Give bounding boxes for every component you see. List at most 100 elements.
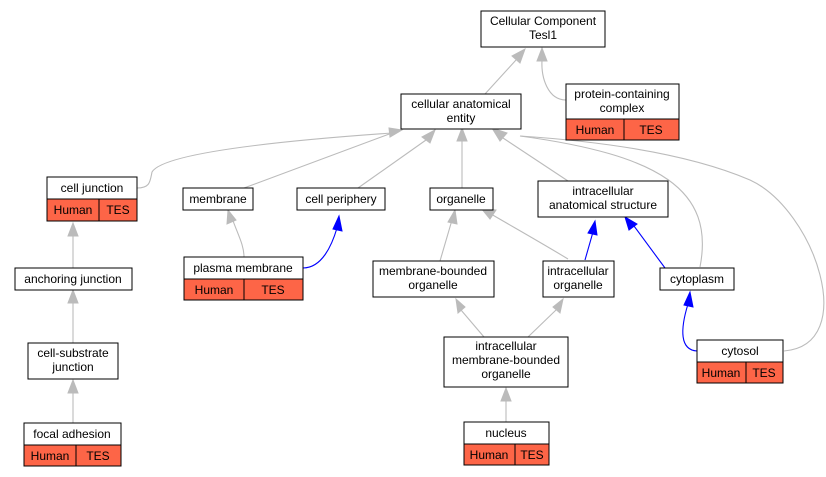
arrow-to-anchoring bbox=[67, 288, 79, 304]
arrow-to-periphery bbox=[332, 214, 343, 232]
node-cell-junction[interactable]: cell junction Human TES bbox=[46, 176, 138, 222]
node-label-line: entity bbox=[447, 111, 476, 125]
annotation-cell bbox=[98, 198, 138, 222]
node-label-line: Tesl1 bbox=[529, 28, 557, 42]
node-label-line: focal adhesion bbox=[33, 427, 110, 441]
node-intracellular-organelle[interactable]: intracellular organelle bbox=[542, 260, 615, 298]
arrow-to-imbo bbox=[500, 386, 512, 402]
annotation-gene: TES bbox=[520, 448, 543, 462]
node-label-line: cytosol bbox=[721, 344, 758, 358]
arrow-to-iorganelle bbox=[552, 297, 564, 314]
node-label-line: organelle bbox=[436, 192, 486, 206]
arrow-entity-root bbox=[511, 47, 526, 64]
edge-membrane-to-entity bbox=[243, 132, 393, 189]
arrow-to-substrate bbox=[67, 378, 79, 394]
edge-iorganelle-to-structure bbox=[584, 231, 594, 261]
node-label-line: intracellular bbox=[572, 184, 633, 198]
annotation-cell bbox=[745, 361, 784, 384]
node-label-line: organelle bbox=[408, 278, 458, 292]
arrow-complex-root bbox=[536, 46, 548, 62]
node-intracellular-anatomical-structure[interactable]: intracellular anatomical structure bbox=[537, 180, 669, 218]
node-label-line: nucleus bbox=[485, 426, 526, 440]
edges bbox=[72, 59, 825, 423]
edge-plasma-to-periphery bbox=[302, 227, 338, 269]
node-label-line: cell junction bbox=[61, 181, 124, 195]
node-cytoplasm[interactable]: cytoplasm bbox=[659, 267, 735, 291]
node-membrane[interactable]: membrane bbox=[182, 187, 254, 211]
edge-cytosol-to-entity bbox=[519, 135, 825, 352]
edge-cytosol-to-cytoplasm bbox=[682, 303, 698, 352]
node-label-line: intracellular bbox=[547, 264, 608, 278]
arrow-to-celljunction bbox=[67, 221, 79, 237]
annotation-species: Human bbox=[470, 448, 509, 462]
node-focal-adhesion[interactable]: focal adhesion Human TES bbox=[23, 422, 122, 467]
edge-complex-to-root bbox=[541, 59, 567, 101]
edge-celljunction-to-entity bbox=[136, 132, 393, 189]
annotation-cell bbox=[623, 118, 680, 141]
annotation-species: Human bbox=[702, 366, 741, 380]
node-label-line: organelle bbox=[481, 367, 531, 381]
arrow-to-cytoplasm bbox=[683, 290, 694, 308]
annotation-species: Human bbox=[54, 203, 93, 217]
node-label-line: membrane bbox=[189, 192, 247, 206]
node-intracellular-membrane-bounded-organelle[interactable]: intracellular membrane-bounded organelle bbox=[443, 336, 569, 388]
annotation-cell bbox=[514, 443, 550, 466]
edge-plasma-to-membrane bbox=[231, 217, 245, 258]
edge-imbo-to-mbounded bbox=[460, 309, 485, 338]
arrow-to-entity-left1 bbox=[388, 127, 404, 138]
node-organelle[interactable]: organelle bbox=[429, 187, 494, 211]
node-cellular-anatomical-entity[interactable]: cellular anatomical entity bbox=[400, 93, 522, 130]
edge-imbo-to-iorganelle bbox=[527, 309, 557, 338]
node-label-line: anchoring junction bbox=[24, 272, 121, 286]
node-label-line: plasma membrane bbox=[193, 261, 293, 275]
annotation-species: Human bbox=[31, 449, 70, 463]
arrow-to-entity-mid bbox=[456, 126, 468, 142]
node-label-line: membrane-bounded bbox=[379, 264, 487, 278]
edge-cytoplasm-to-entity bbox=[519, 135, 703, 268]
annotation-cell bbox=[243, 278, 304, 301]
edge-entity-to-root bbox=[484, 59, 517, 95]
node-label-line: membrane-bounded bbox=[452, 353, 560, 367]
node-cell-periphery[interactable]: cell periphery bbox=[296, 187, 386, 211]
node-label-line: protein-containing bbox=[574, 87, 669, 101]
annotation-gene: TES bbox=[639, 123, 662, 137]
node-label-line: cell periphery bbox=[305, 192, 376, 206]
node-nucleus[interactable]: nucleus Human TES bbox=[463, 421, 550, 466]
edge-structure-to-entity bbox=[502, 137, 569, 182]
node-label-line: organelle bbox=[553, 278, 603, 292]
arrow-cytoplasm-to-structure bbox=[624, 215, 638, 231]
arrowheads bbox=[67, 46, 694, 402]
edge-iorganelle-to-organelle bbox=[490, 213, 569, 260]
node-label-line: complex bbox=[600, 101, 645, 115]
node-plasma-membrane[interactable]: plasma membrane Human TES bbox=[183, 256, 304, 301]
node-label-line: cytoplasm bbox=[670, 272, 724, 286]
annotation-species: Human bbox=[195, 283, 234, 297]
node-label-line: cellular anatomical bbox=[411, 97, 510, 111]
annotation-species: Human bbox=[576, 123, 615, 137]
arrow-to-entity-right bbox=[490, 127, 508, 142]
node-label-line: anatomical structure bbox=[549, 198, 657, 212]
arrow-to-organelle-left bbox=[447, 208, 458, 225]
edge-cytoplasm-to-structure bbox=[633, 225, 666, 269]
annotation-cell bbox=[75, 444, 122, 467]
node-protein-containing-complex[interactable]: protein-containing complex Human TES bbox=[565, 83, 680, 141]
arrow-to-entity-left2 bbox=[421, 128, 436, 144]
node-cytosol[interactable]: cytosol Human TES bbox=[696, 339, 784, 384]
node-label-line: Cellular Component bbox=[490, 14, 597, 28]
node-cell-substrate-junction[interactable]: cell-substrate junction bbox=[27, 342, 119, 380]
edge-periphery-to-entity bbox=[357, 139, 427, 189]
annotation-gene: TES bbox=[106, 203, 129, 217]
node-membrane-bounded-organelle[interactable]: membrane-bounded organelle bbox=[372, 260, 495, 298]
arrow-to-membrane bbox=[226, 208, 237, 225]
annotation-gene: TES bbox=[752, 366, 775, 380]
node-label-line: intracellular bbox=[475, 339, 536, 353]
node-anchoring-junction[interactable]: anchoring junction bbox=[14, 267, 133, 291]
arrow-iorganelle-to-structure bbox=[587, 219, 598, 236]
node-cellular-component[interactable]: Cellular Component Tesl1 bbox=[480, 10, 606, 48]
annotation-gene: TES bbox=[86, 449, 109, 463]
edge-mbounded-to-organelle bbox=[439, 219, 453, 262]
node-label-line: cell-substrate bbox=[37, 346, 109, 360]
node-label-line: junction bbox=[51, 360, 93, 374]
annotation-gene: TES bbox=[261, 283, 284, 297]
